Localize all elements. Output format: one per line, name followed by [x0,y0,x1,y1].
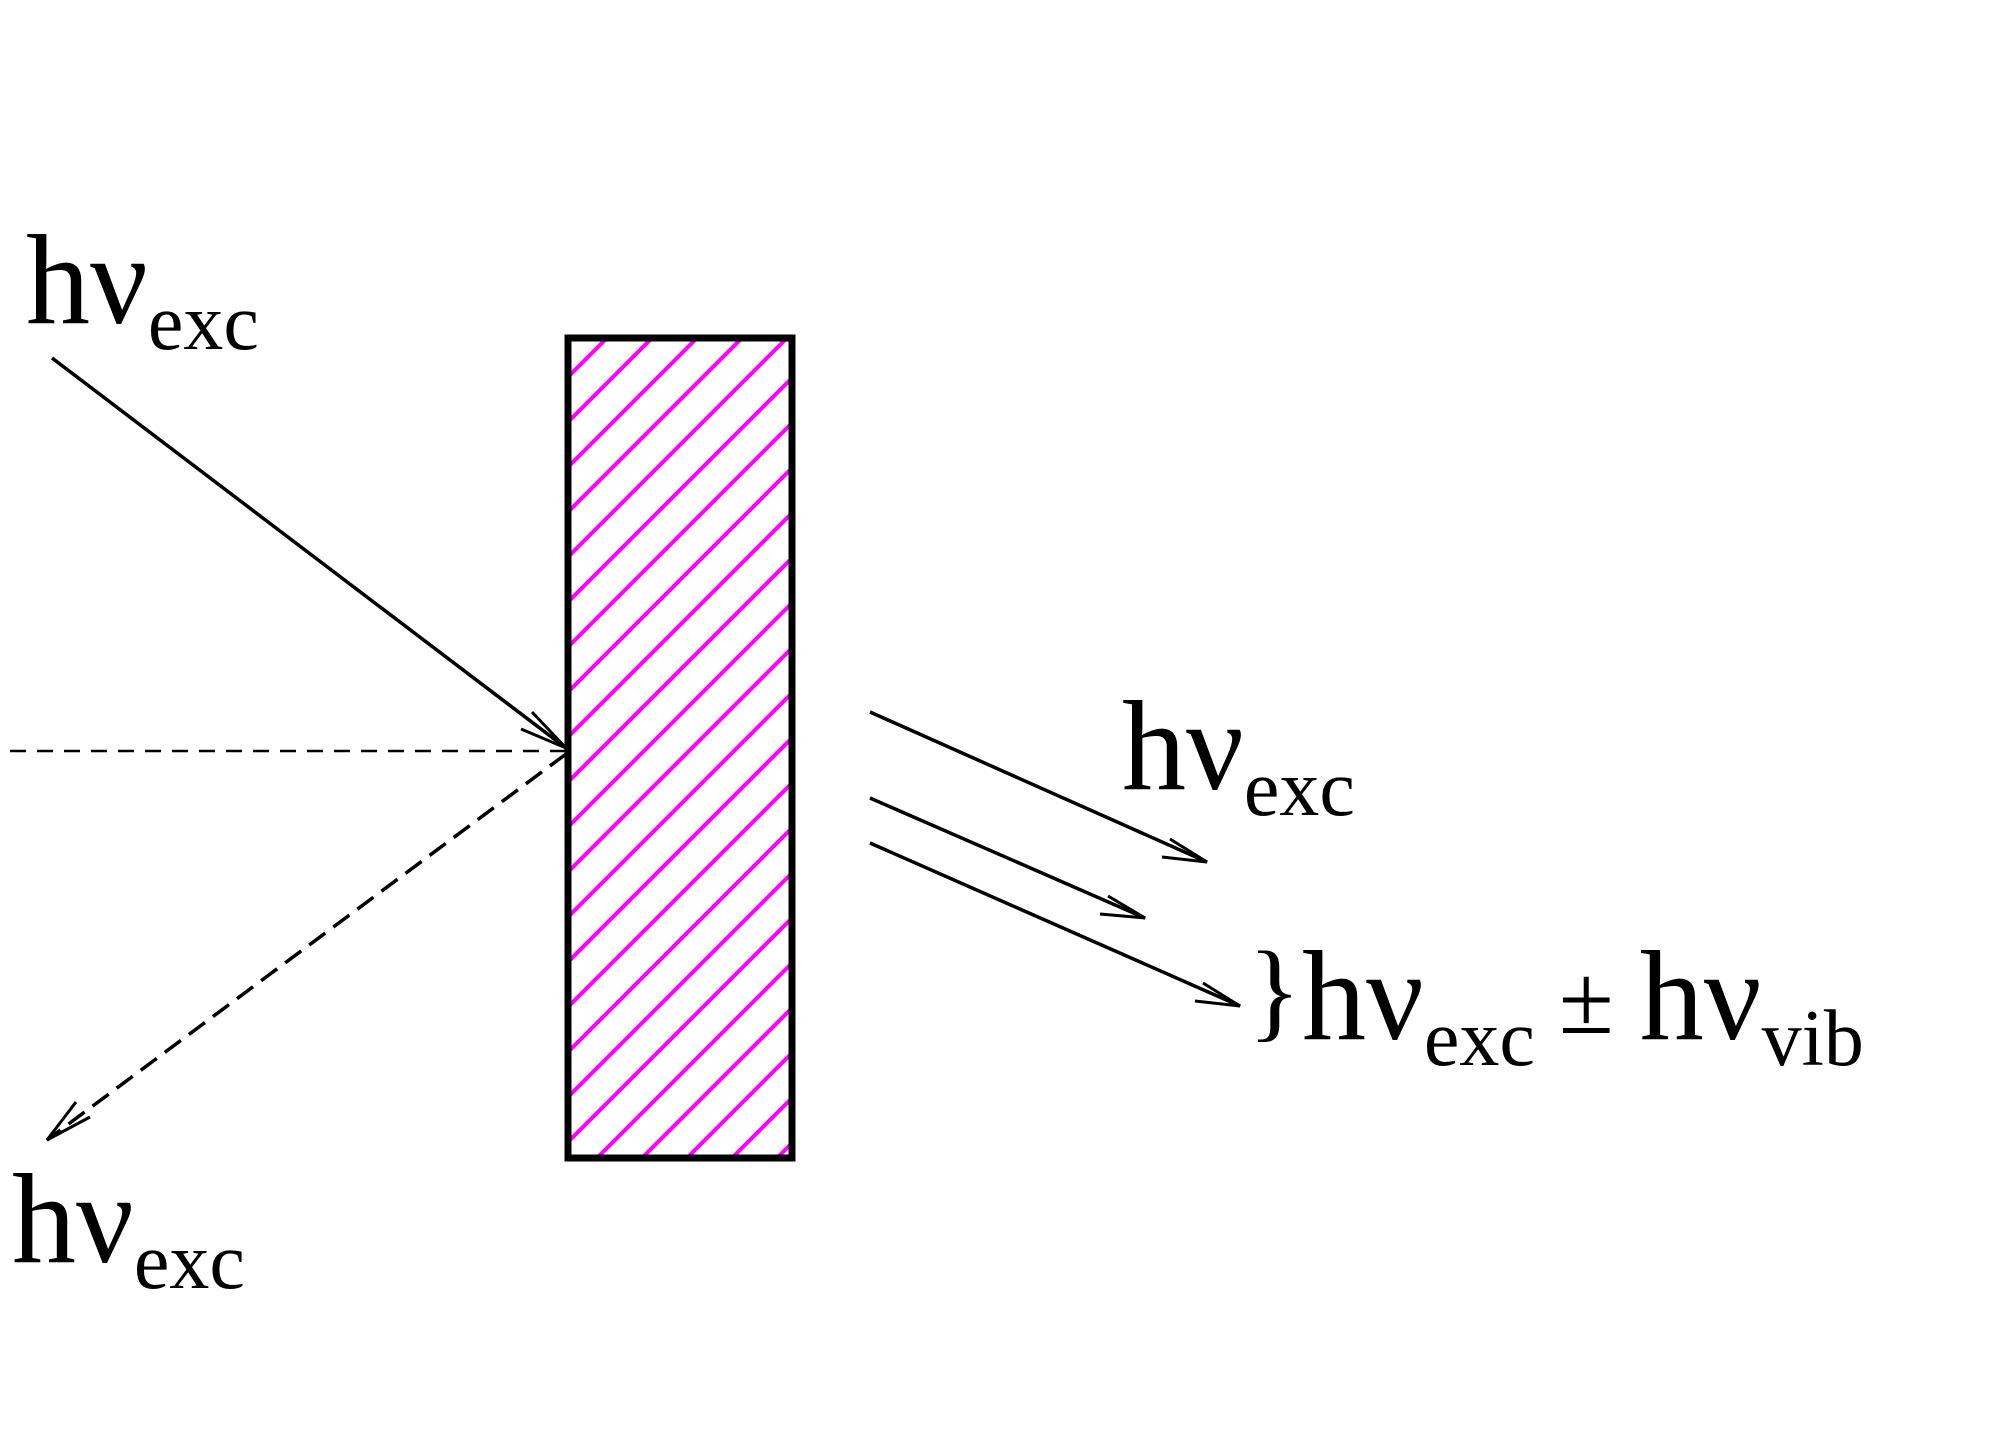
raman-label: hνexc±hνvib [1302,932,1864,1079]
incident-label-base: hν [26,209,148,351]
raman-label-sub-2: vib [1761,995,1864,1083]
raman-label-sub-1: exc [1423,995,1535,1083]
reflected-arrowhead [45,1101,91,1142]
raman-arrowhead-1 [1099,894,1146,920]
raman-arrowhead-2 [1194,981,1241,1008]
raman-beam-2 [869,841,1241,1008]
transmitted-label-sub: exc [1243,745,1355,833]
sample-block [564,334,796,1162]
reflected-label: hνexc [12,1155,245,1302]
raman-label-base-2: hν [1639,925,1762,1067]
transmitted-arrowhead [1161,837,1208,864]
transmitted-label-base: hν [1122,675,1244,817]
reflected-label-base: hν [12,1148,134,1290]
plus-minus-sign: ± [1558,944,1614,1055]
raman-label-base-1: hν [1302,925,1424,1067]
reflected-label-sub: exc [133,1218,245,1306]
incident-label-sub: exc [147,279,259,367]
incident-beam [50,356,568,750]
transmitted-label: hνexc [1122,682,1355,829]
incident-label: hνexc [26,216,259,363]
reflected-beam [45,752,568,1142]
transmitted-beam [869,710,1208,864]
raman-beam-1 [869,796,1146,920]
incident-arrowhead [520,710,568,750]
raman-brace: } [1248,929,1301,1051]
